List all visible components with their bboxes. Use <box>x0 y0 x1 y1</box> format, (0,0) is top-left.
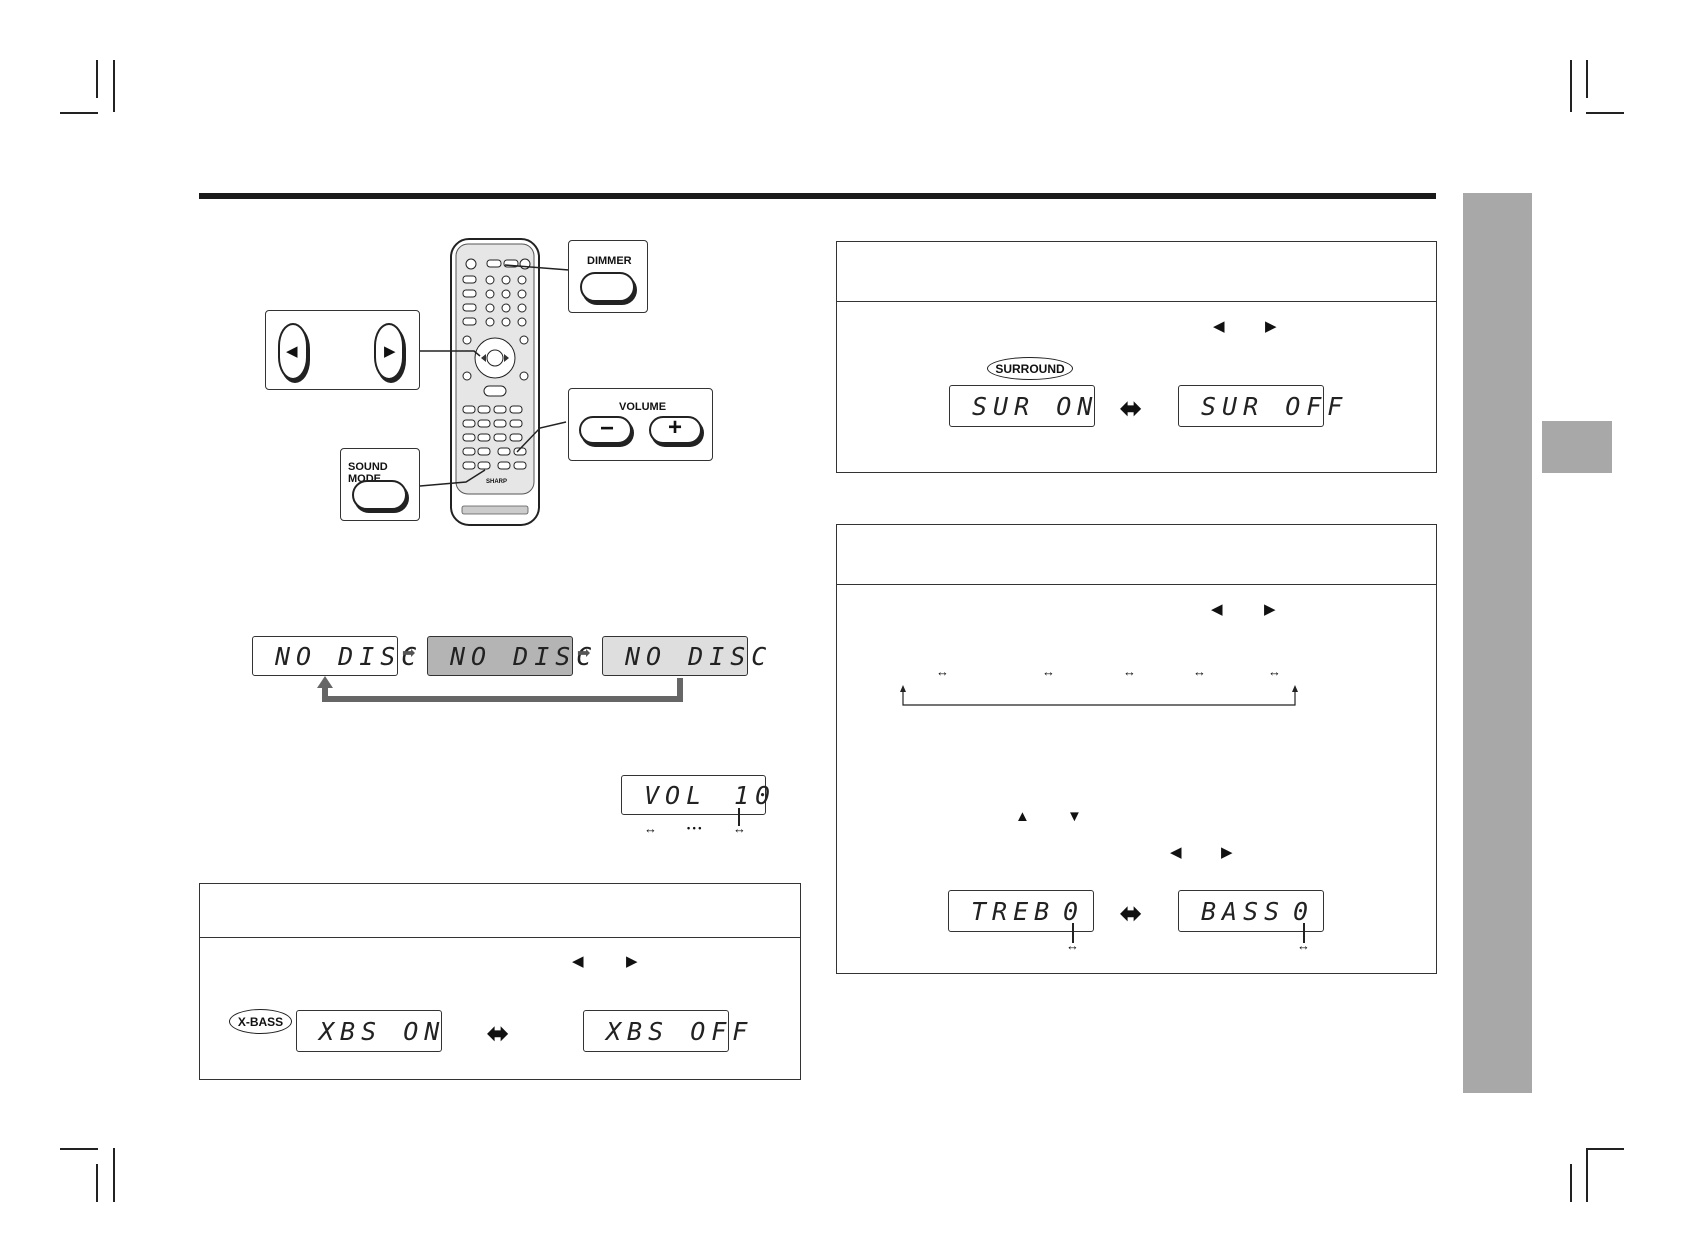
xbass-panel: ◀ ▶ X-BASS XBS ON ⬌ XBS OFF <box>199 883 801 1080</box>
header-rule <box>199 193 1436 199</box>
crop-mark <box>1586 1148 1588 1202</box>
crop-mark <box>96 1164 98 1202</box>
remote-brand: SHARP <box>486 479 508 485</box>
small-double-arrow-icon: ↔ <box>1297 938 1310 953</box>
volume-callout: VOLUME − + <box>568 388 713 461</box>
double-arrow-icon: ⬌ <box>1120 898 1142 928</box>
down-triangle-icon: ▼ <box>1067 808 1082 825</box>
right-triangle-icon: ▶ <box>384 343 396 360</box>
bass-digit-indicator <box>1303 923 1305 943</box>
crop-mark <box>1570 1164 1572 1202</box>
panel-divider <box>837 301 1436 302</box>
crop-mark <box>96 60 98 98</box>
ellipsis-icon: • • • <box>687 823 702 833</box>
left-triangle-icon: ◀ <box>1170 844 1182 861</box>
next-arrow-icon: ➡ <box>577 645 591 662</box>
small-double-arrow-icon: ↔ <box>644 821 657 836</box>
double-arrow-icon: ⬌ <box>1120 393 1142 423</box>
dimmer-label: DIMMER <box>587 255 632 267</box>
small-double-arrow-icon: ↔ <box>1066 938 1079 953</box>
small-double-arrow-icon: ↔ <box>1268 664 1281 679</box>
small-double-arrow-icon: ↔ <box>936 664 949 679</box>
volume-label: VOLUME <box>619 401 667 413</box>
crop-mark <box>1570 60 1572 112</box>
right-button[interactable]: ▶ <box>374 323 404 380</box>
small-double-arrow-icon: ↔ <box>733 821 746 836</box>
plus-icon: + <box>668 414 683 441</box>
up-triangle-icon: ▲ <box>1015 808 1030 825</box>
right-triangle-icon: ▶ <box>1264 601 1276 618</box>
volume-display-value: 10 <box>734 780 777 810</box>
left-triangle-icon: ◀ <box>1213 318 1225 335</box>
volume-down-button[interactable]: − <box>579 415 632 444</box>
level-loop-line <box>900 685 1298 706</box>
cursor-buttons-callout: ◀ ▶ <box>265 310 420 390</box>
side-tab <box>1463 193 1532 1093</box>
left-triangle-icon: ◀ <box>286 343 298 360</box>
display-bright: NO DISC <box>252 636 416 676</box>
xbass-on-display: XBS ON <box>296 1010 442 1052</box>
remote-control-illustration <box>450 238 540 526</box>
treble-display-label: TREB <box>971 896 1056 926</box>
panel-divider <box>837 584 1436 585</box>
crop-mark <box>113 60 115 112</box>
display-dimmer: NO DISC <box>602 636 766 676</box>
crop-mark <box>113 1148 115 1202</box>
double-arrow-icon: ⬌ <box>487 1018 509 1048</box>
next-arrow-icon: ➡ <box>402 645 416 662</box>
volume-up-button[interactable]: + <box>649 414 702 444</box>
dimmer-button[interactable] <box>580 272 635 302</box>
treble-digit-indicator <box>1072 923 1074 943</box>
surround-indicator: SURROUND <box>987 357 1073 380</box>
right-triangle-icon: ▶ <box>1265 318 1277 335</box>
left-button[interactable]: ◀ <box>278 323 308 380</box>
left-triangle-icon: ◀ <box>1211 601 1223 618</box>
bass-display-label: BASS <box>1201 896 1286 926</box>
xbass-indicator: X-BASS <box>229 1009 292 1034</box>
small-double-arrow-icon: ↔ <box>1123 664 1136 679</box>
volume-display-label: VOL <box>644 780 708 810</box>
surround-off-display: SUR OFF <box>1178 385 1342 427</box>
dimmer-callout: DIMMER <box>568 240 648 313</box>
left-triangle-icon: ◀ <box>572 953 584 970</box>
surround-on-display: SUR ON <box>949 385 1095 427</box>
loop-arrow <box>317 676 683 702</box>
volume-digit-indicator <box>738 808 740 826</box>
crop-mark <box>1586 1148 1624 1150</box>
crop-mark <box>60 112 98 114</box>
display-dim: NO DISC <box>427 636 591 676</box>
right-triangle-icon: ▶ <box>626 953 638 970</box>
bass-display-value: 0 <box>1293 896 1315 926</box>
sound-mode-button[interactable] <box>352 480 407 510</box>
panel-divider <box>200 937 800 938</box>
surround-panel: ◀ ▶ SURROUND SUR ON ⬌ SUR OFF <box>836 241 1437 473</box>
crop-mark <box>60 1148 98 1150</box>
crop-mark <box>1586 112 1624 114</box>
minus-icon: − <box>600 415 615 442</box>
small-double-arrow-icon: ↔ <box>1193 664 1206 679</box>
right-triangle-icon: ▶ <box>1221 844 1233 861</box>
treble-display-value: 0 <box>1063 896 1085 926</box>
crop-mark <box>1586 60 1588 98</box>
xbass-off-display: XBS OFF <box>583 1010 747 1052</box>
sound-mode-callout: SOUND MODE <box>340 448 420 521</box>
small-double-arrow-icon: ↔ <box>1042 664 1055 679</box>
section-tab <box>1542 421 1612 473</box>
